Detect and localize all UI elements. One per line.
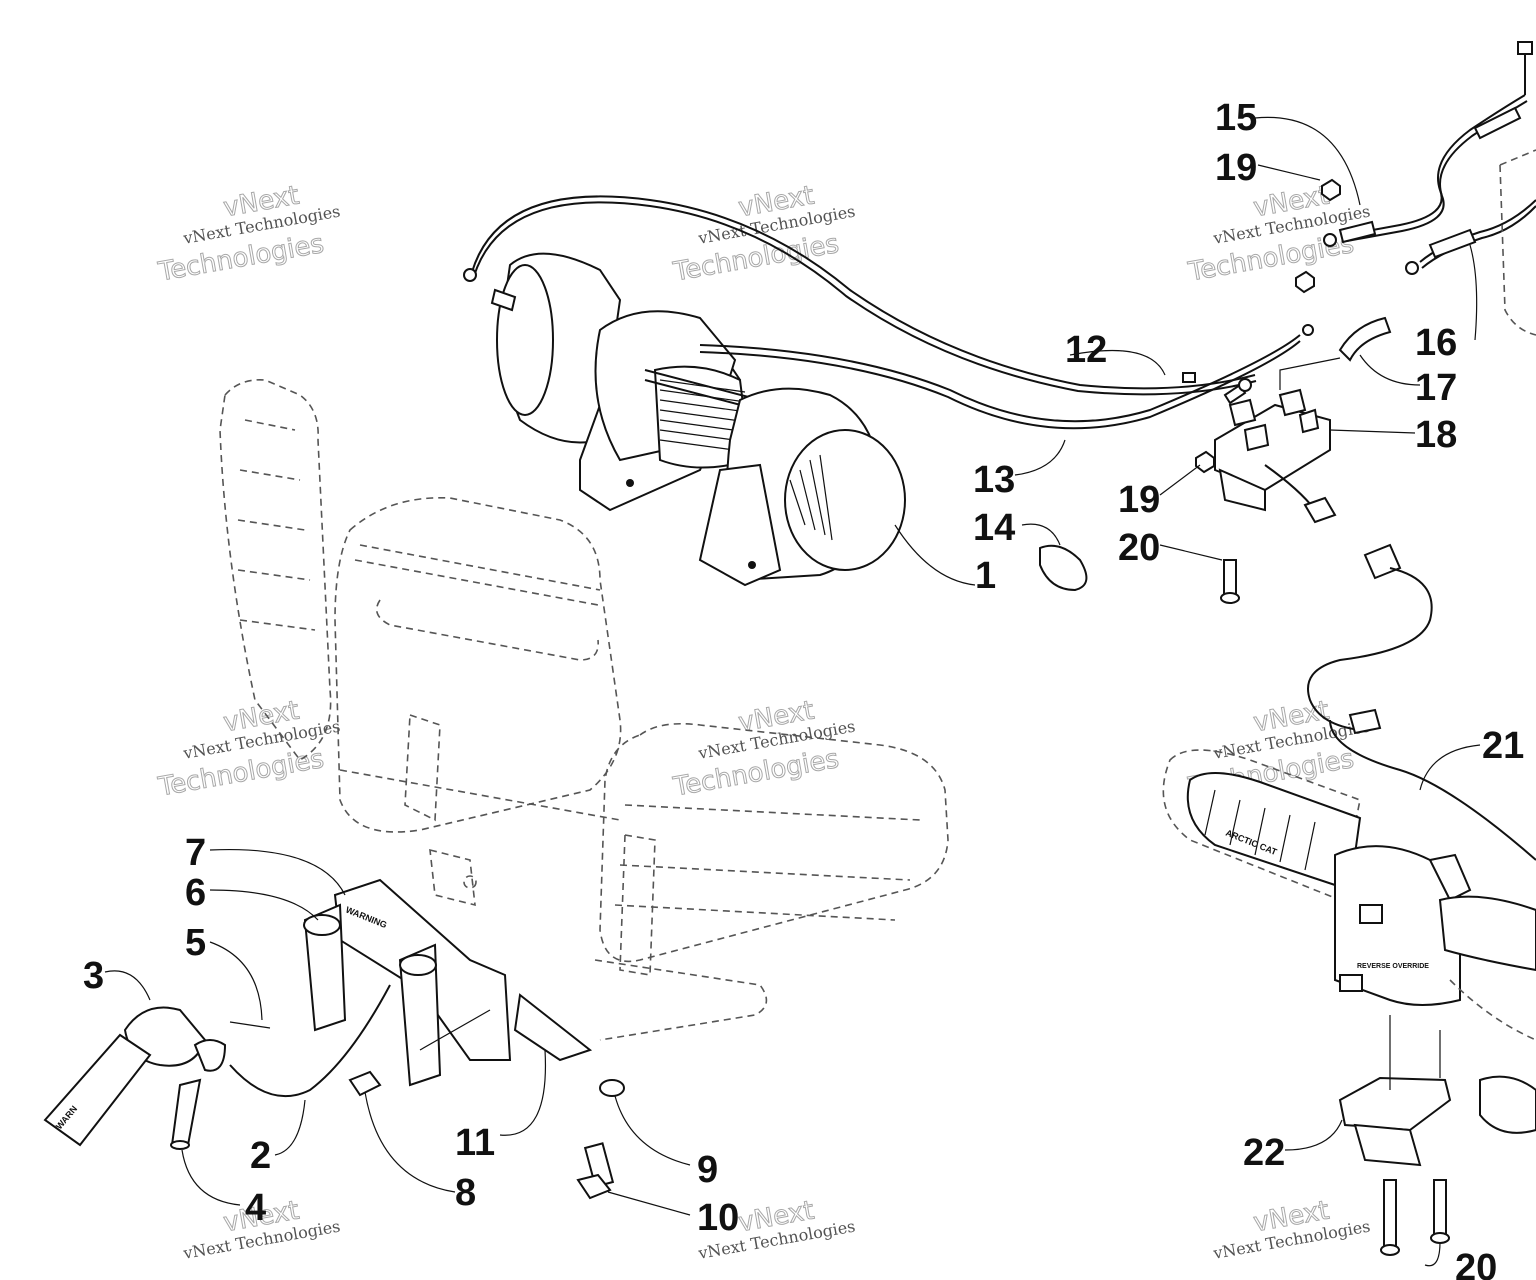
watermark: vNext vNext Technologies Technologies xyxy=(670,695,857,803)
callout-12: 12 xyxy=(1065,329,1107,371)
callout-18: 18 xyxy=(1415,414,1457,456)
callout-22: 22 xyxy=(1243,1132,1285,1174)
cable-tie xyxy=(1039,544,1088,592)
motor-stud xyxy=(490,288,517,312)
switch-harness xyxy=(1307,543,1536,861)
watermark: vNext vNext Technologies Technologies xyxy=(155,695,342,803)
callout-20-upper: 20 xyxy=(1118,527,1160,569)
callout-13: 13 xyxy=(973,459,1015,501)
switch-label-text: REVERSE OVERRIDE xyxy=(1357,963,1429,970)
callout-20-lower: 20 xyxy=(1455,1247,1497,1280)
watermark: vNext vNext Technologies Technologies xyxy=(155,180,342,288)
callout-14: 14 xyxy=(973,507,1015,549)
callout-4: 4 xyxy=(245,1187,266,1229)
watermark-layer: vNext vNext Technologies Technologies vN… xyxy=(155,180,1372,1263)
callout-10: 10 xyxy=(697,1197,739,1239)
fasteners-upper xyxy=(1195,41,1533,604)
callout-9: 9 xyxy=(697,1149,718,1191)
callout-2: 2 xyxy=(250,1135,271,1177)
callout-16: 16 xyxy=(1415,322,1457,364)
watermark: vNext vNext Technologies xyxy=(1211,1195,1372,1263)
callout-labels: 1 2 3 4 5 6 7 8 9 10 11 12 13 14 15 16 1… xyxy=(83,97,1524,1280)
callout-15: 15 xyxy=(1215,97,1257,139)
front-bumper-phantom xyxy=(219,378,949,1041)
callout-17: 17 xyxy=(1415,367,1457,409)
callout-5: 5 xyxy=(185,922,206,964)
callout-8: 8 xyxy=(455,1172,476,1214)
callout-3: 3 xyxy=(83,955,104,997)
watermark: vNext vNext Technologies Technologies xyxy=(670,180,857,288)
callout-6: 6 xyxy=(185,872,206,914)
callout-19-lower: 19 xyxy=(1118,479,1160,521)
leader-lines xyxy=(104,116,1481,1267)
fairlead-assembly: WARNING WARN xyxy=(43,878,625,1200)
callout-11: 11 xyxy=(455,1122,495,1164)
contactor-solenoid xyxy=(1214,357,1341,524)
handlebar-assembly xyxy=(1162,749,1536,1256)
callout-19-upper: 19 xyxy=(1215,147,1257,189)
winch-assembly xyxy=(490,252,906,587)
callout-21: 21 xyxy=(1482,725,1524,767)
winch-cables xyxy=(463,195,1314,430)
battery-cables xyxy=(1323,94,1536,362)
callout-7: 7 xyxy=(185,832,206,874)
callout-1: 1 xyxy=(975,555,996,597)
